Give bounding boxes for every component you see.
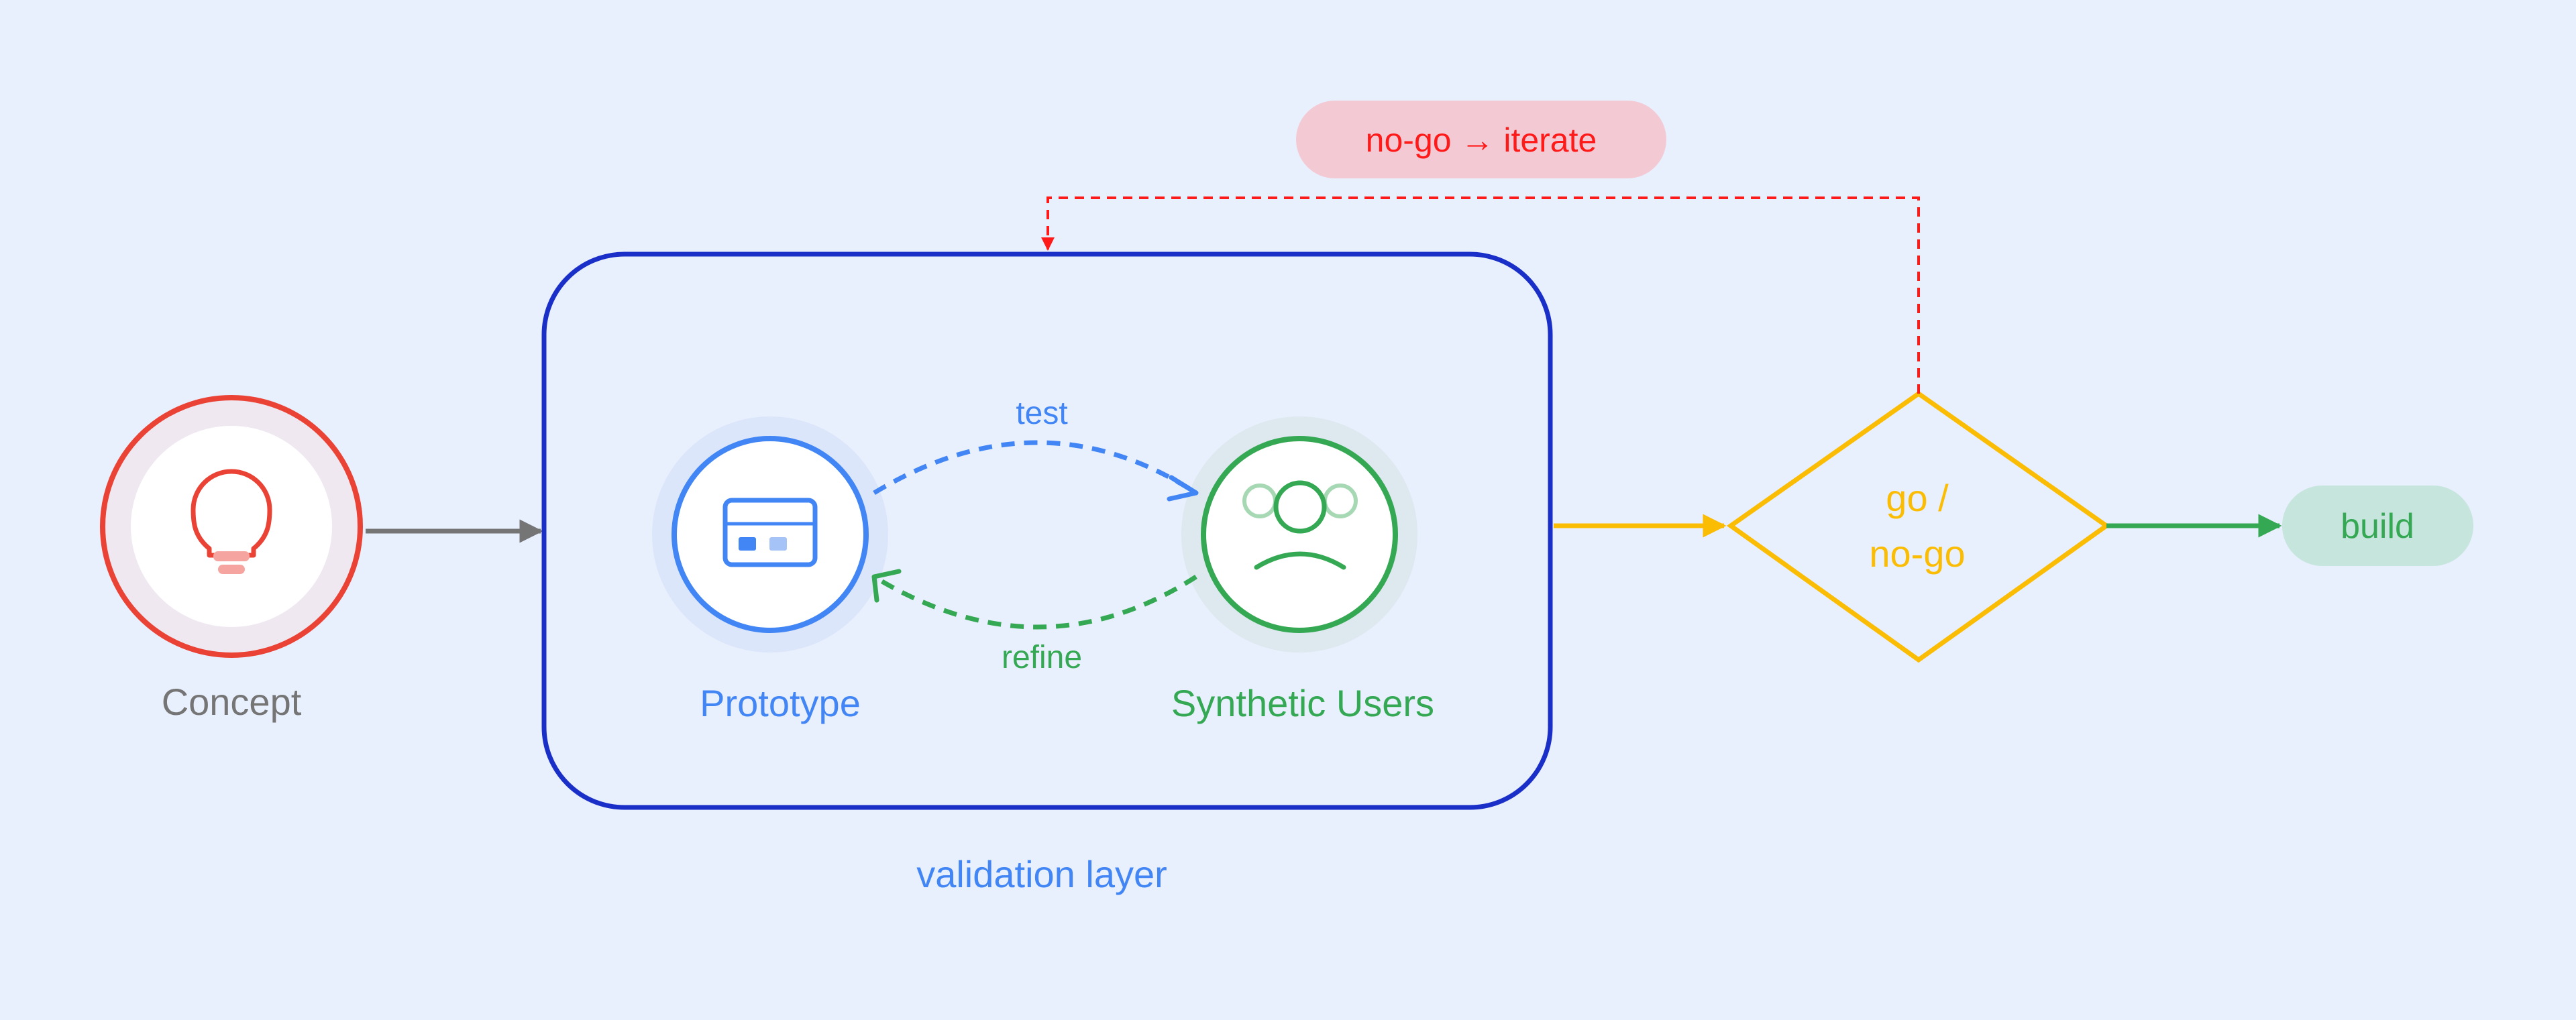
concept-label: Concept [162, 681, 302, 723]
card-icon [722, 498, 818, 567]
prototype-node: Prototype [652, 416, 888, 724]
concept-node: Concept [100, 395, 363, 723]
lightbulb-icon [191, 469, 272, 574]
iterate-edge: no-go → iterate [1041, 101, 1920, 394]
test-label: test [1016, 396, 1067, 431]
decision-node: go / no-go [1726, 390, 2111, 663]
iterate-label: no-go → iterate [1366, 121, 1597, 159]
refine-edge: refine [871, 569, 1197, 675]
decision-line1: go / [1886, 477, 1949, 519]
build-node: build [2282, 486, 2473, 566]
user-face-icon [1242, 480, 1358, 570]
decision-line2: no-go [1869, 532, 1965, 575]
build-label: build [2341, 507, 2414, 546]
test-edge: test [873, 396, 1199, 502]
validation-layer: validation layer [541, 251, 1553, 895]
prototype-label: Prototype [700, 682, 861, 724]
synthetic-users-node: Synthetic Users [1171, 416, 1434, 724]
iterate-badge [1296, 101, 1666, 178]
validation-layer-label: validation layer [916, 853, 1167, 895]
refine-label: refine [1002, 640, 1082, 675]
synthetic-users-label: Synthetic Users [1171, 682, 1434, 724]
